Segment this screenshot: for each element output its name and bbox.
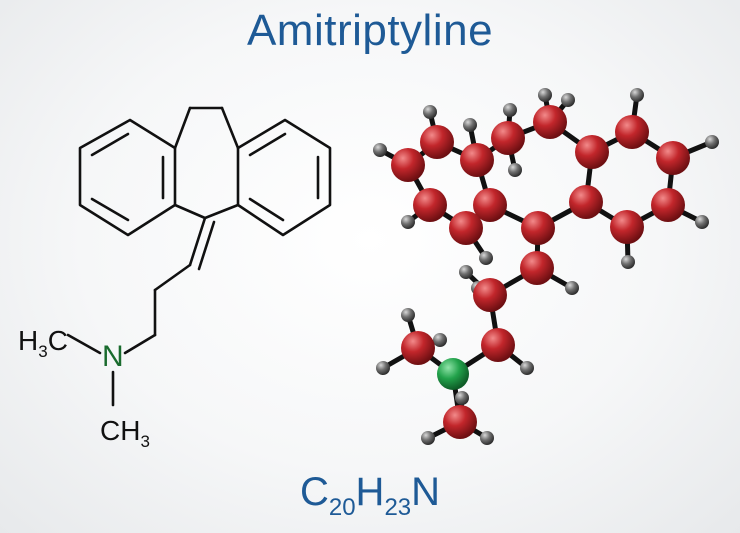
formula-hydrogen-count: 23 — [384, 494, 412, 521]
carbon-atom — [413, 188, 447, 222]
hydrogen-atom — [630, 88, 644, 102]
carbon-atom — [473, 188, 507, 222]
hydrogen-atom — [705, 135, 719, 149]
hydrogen-atom — [423, 105, 437, 119]
hydrogen-atom — [695, 215, 709, 229]
carbon-atom — [651, 188, 685, 222]
hydrogen-atom — [561, 93, 575, 107]
formula-hydrogen: H — [355, 470, 385, 514]
bottom-methyl-label: CH3 — [100, 415, 150, 451]
carbon-atom — [575, 135, 609, 169]
hydrogen-atom — [373, 143, 387, 157]
nitrogen-atom — [437, 358, 469, 390]
hydrogen-atom — [401, 308, 415, 322]
hydrogen-atom — [565, 281, 579, 295]
molecular-formula: C20H23N — [0, 470, 740, 522]
hydrogen-atom — [401, 215, 415, 229]
carbon-atom — [449, 211, 483, 245]
hydrogen-atom — [520, 361, 534, 375]
carbon-atom — [420, 125, 454, 159]
hydrogen-atom — [480, 431, 494, 445]
hydrogen-atom — [376, 361, 390, 375]
molecule-title: Amitriptyline — [246, 6, 494, 55]
carbon-atom — [615, 115, 649, 149]
carbon-atom — [520, 251, 554, 285]
carbon-atom — [391, 148, 425, 182]
formula-nitrogen: N — [411, 470, 441, 514]
carbon-atom — [443, 405, 477, 439]
carbon-atom — [569, 185, 603, 219]
carbon-atom — [481, 328, 515, 362]
carbon-atom — [491, 121, 525, 155]
hydrogen-atom — [503, 103, 517, 117]
nitrogen-label: N — [102, 340, 124, 373]
hydrogen-atom — [459, 265, 473, 279]
carbon-atom — [521, 211, 555, 245]
carbon-atom — [460, 143, 494, 177]
hydrogen-atom — [508, 163, 522, 177]
carbon-atom — [656, 141, 690, 175]
hydrogen-atom — [421, 431, 435, 445]
carbon-atom — [473, 278, 507, 312]
formula-carbon: C — [299, 470, 329, 514]
hydrogen-atom — [538, 88, 552, 102]
hydrogen-atom — [463, 118, 477, 132]
hydrogen-atom — [621, 255, 635, 269]
left-methyl-label: H3C — [18, 325, 68, 361]
carbon-atom — [610, 210, 644, 244]
carbon-atom — [401, 331, 435, 365]
formula-carbon-count: 20 — [328, 494, 356, 521]
hydrogen-atom — [479, 251, 493, 265]
carbon-atom — [533, 105, 567, 139]
hydrogen-atom — [433, 333, 447, 347]
hydrogen-atom — [455, 391, 469, 405]
